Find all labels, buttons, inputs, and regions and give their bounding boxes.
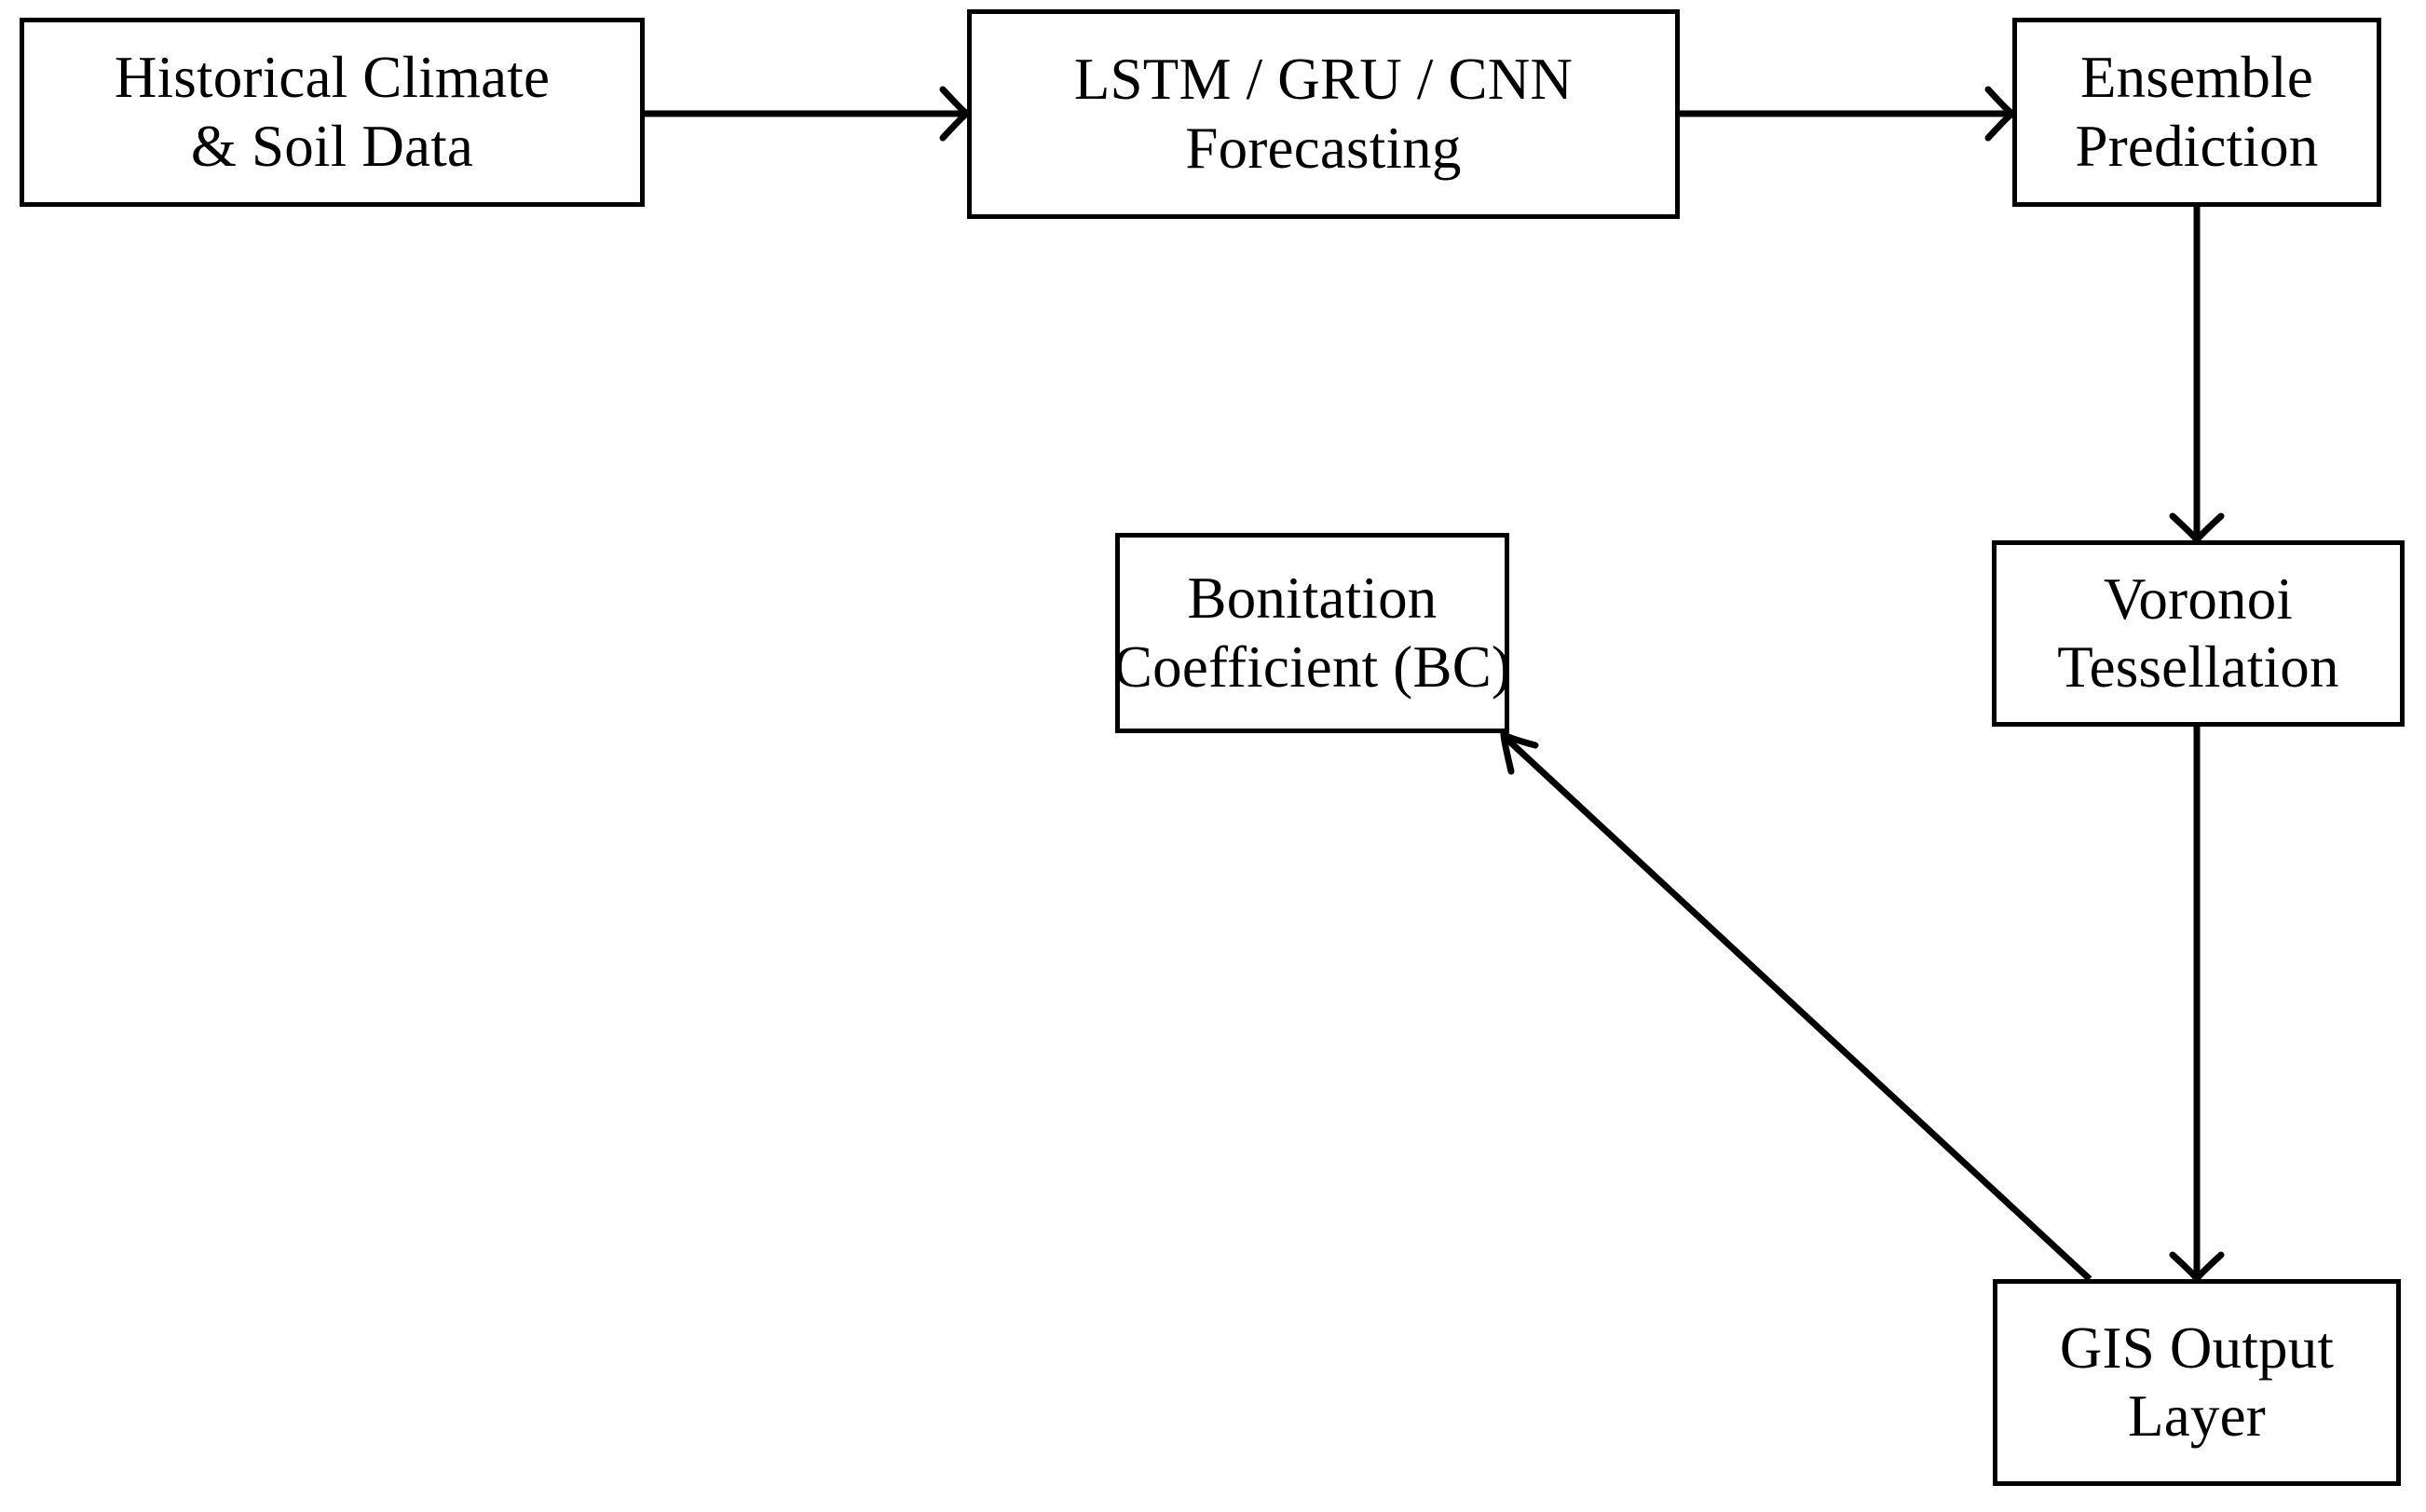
arrow-voronoi-to-gis — [2169, 727, 2225, 1287]
node-label-line: Historical Climate — [114, 45, 551, 111]
historical-climate-soil-data-box[interactable]: Historical Climate & Soil Data — [20, 18, 645, 207]
node-label-line: Layer — [2128, 1383, 2266, 1449]
ensemble-prediction-box[interactable]: Ensemble Prediction — [2012, 18, 2381, 207]
node-label-line: GIS Output — [2059, 1314, 2335, 1381]
node-label-line: Tessellation — [2057, 634, 2339, 700]
arrow-gis-to-bonitation — [1500, 726, 2092, 1282]
node-label-line: Voronoi — [2103, 565, 2294, 632]
node-label-line: Prediction — [2075, 113, 2319, 179]
node-label-line: Bonitation — [1187, 565, 1438, 632]
arrow-forecasting-to-ensemble — [1680, 86, 2020, 142]
voronoi-tessellation-box[interactable]: Voronoi Tessellation — [1992, 540, 2405, 727]
node-label-line: Ensemble — [2079, 45, 2314, 111]
node-label-line: & Soil Data — [190, 113, 474, 179]
arrow-ensemble-to-voronoi — [2169, 207, 2225, 548]
gis-output-layer-box[interactable]: GIS Output Layer — [1993, 1279, 2401, 1486]
node-label-line: Coefficient (BC) — [1112, 633, 1512, 700]
arrow-historical-to-forecasting — [645, 86, 974, 142]
node-label-line: LSTM / GRU / CNN — [1073, 47, 1574, 113]
bonitation-coefficient-box[interactable]: Bonitation Coefficient (BC) — [1112, 533, 1512, 733]
lstm-gru-cnn-forecasting-box[interactable]: LSTM / GRU / CNN Forecasting — [967, 9, 1680, 219]
node-label-line: Forecasting — [1185, 115, 1462, 181]
